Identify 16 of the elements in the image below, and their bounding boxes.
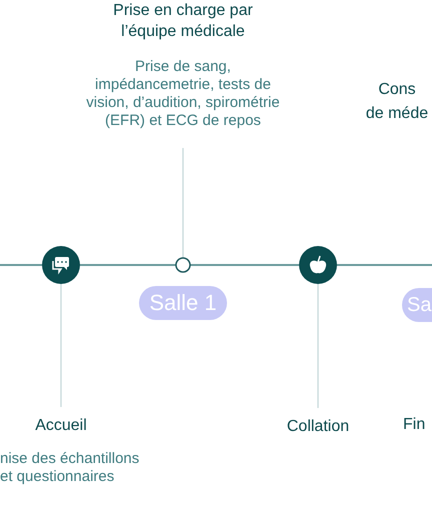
- step-title: Collation: [286, 417, 350, 437]
- step-title: Cons de méde: [364, 80, 430, 124]
- timeline-line: [0, 264, 42, 266]
- timeline-line: [80, 264, 176, 266]
- connector-line: [182, 148, 184, 258]
- room-badge: Salle 1: [139, 286, 227, 320]
- connector-line: [317, 284, 319, 408]
- step-description: nise des échantillons et questionnaires: [0, 450, 140, 486]
- step-title: Accueil: [34, 416, 88, 436]
- step-description: Prise de sang, impédancemetrie, tests de vision, d’audition, spirométrie (EFR) et ECG de repos: [85, 58, 281, 130]
- room-badge: Sa: [402, 288, 432, 322]
- timeline-line: [190, 264, 299, 266]
- timeline-line: [337, 264, 432, 266]
- step-title: Prise en charge par l’équipe médicale: [112, 1, 254, 42]
- connector-line: [60, 284, 62, 407]
- step-title: Fin: [403, 415, 426, 435]
